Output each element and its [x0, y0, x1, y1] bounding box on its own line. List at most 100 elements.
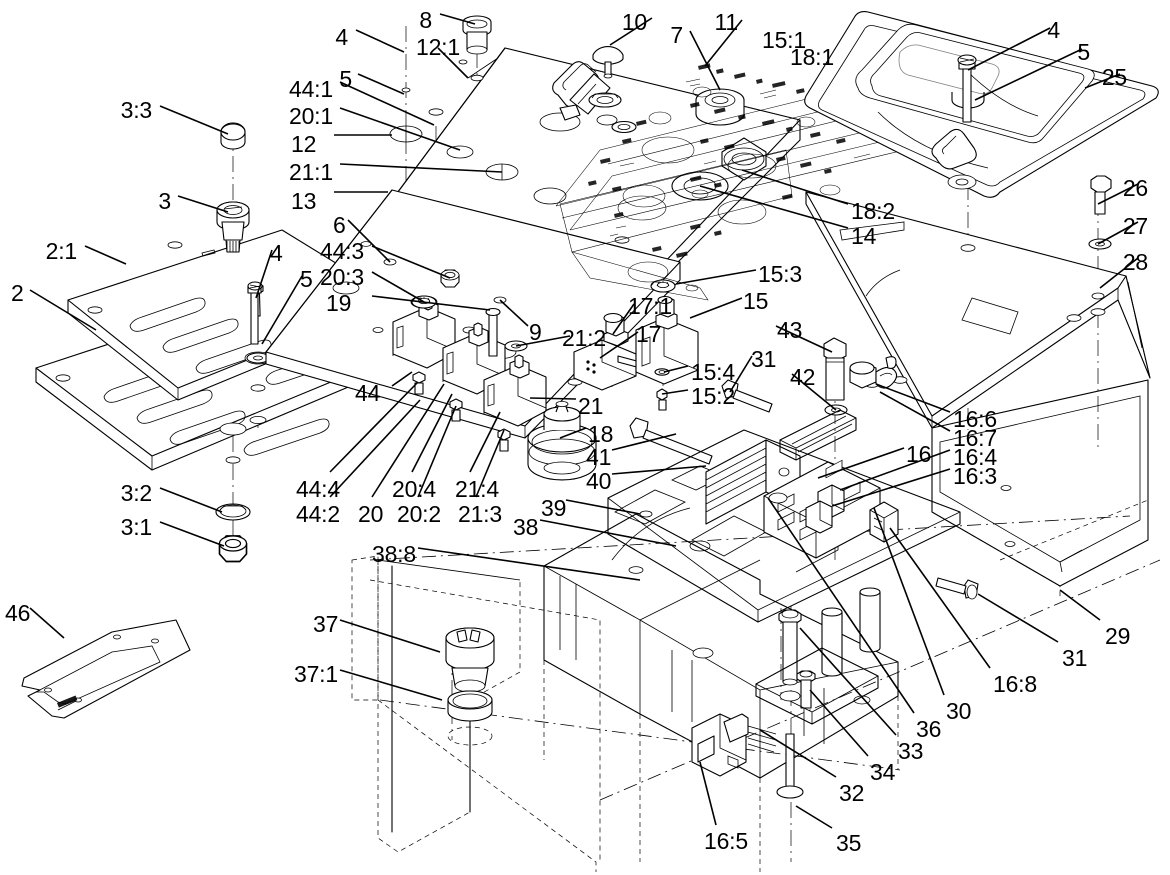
- leader-line: [159, 487, 223, 513]
- callout-10: 10: [621, 9, 647, 35]
- callout-32: 32: [839, 780, 865, 806]
- leader-line: [1059, 589, 1101, 621]
- callout-16-7: 16:7: [953, 425, 997, 451]
- callout-27: 27: [1122, 213, 1148, 239]
- nut-3-1: [218, 535, 248, 563]
- callout-28: 28: [1122, 249, 1148, 275]
- callout-19: 19: [326, 290, 352, 316]
- leader-line: [689, 30, 721, 91]
- callout-38-8: 38:8: [372, 541, 416, 567]
- nut-44-4: [412, 371, 426, 395]
- callout-3-2: 3:2: [120, 480, 153, 506]
- callout-25: 25: [1101, 64, 1127, 90]
- leader-line: [974, 48, 1083, 101]
- leader-line: [339, 107, 461, 151]
- callout-11: 11: [714, 9, 739, 35]
- leader-line: [831, 468, 951, 507]
- callout-31: 31: [751, 346, 777, 372]
- leader-line: [159, 521, 225, 547]
- leader-line: [339, 81, 435, 126]
- callout-20: 20: [358, 501, 384, 527]
- leader-line: [775, 325, 833, 353]
- callout-42: 42: [790, 364, 816, 390]
- nut-18-2: [721, 137, 767, 181]
- callout-21-1: 21:1: [289, 159, 333, 185]
- leader-line: [371, 271, 425, 303]
- leader-line: [791, 373, 837, 411]
- leader-line: [529, 397, 577, 400]
- callout-29: 29: [1105, 623, 1131, 649]
- cap-37: [445, 627, 495, 746]
- callout-12: 12: [291, 131, 317, 157]
- leader-lines: [29, 13, 1139, 829]
- callout-4: 4: [1047, 17, 1060, 43]
- leader-line: [475, 429, 505, 498]
- callout-44-1: 44:1: [289, 76, 333, 102]
- leader-line: [357, 73, 405, 95]
- grommet-8: [462, 15, 492, 55]
- callout-21-3: 21:3: [458, 501, 502, 527]
- callout-18-2: 18:2: [851, 198, 895, 224]
- leader-line: [599, 331, 639, 359]
- callout-41: 41: [586, 444, 612, 470]
- callout-15-4: 15:4: [691, 359, 735, 385]
- callout-46: 46: [5, 600, 31, 626]
- decal-control-panel: [555, 63, 931, 301]
- callout-4: 4: [270, 240, 283, 266]
- callout-20-2: 20:2: [397, 501, 441, 527]
- leader-line: [873, 507, 945, 696]
- leader-line: [609, 17, 653, 46]
- callout-5: 5: [1077, 39, 1090, 65]
- callout-17-1: 17:1: [628, 293, 672, 319]
- callout-15-3: 15:3: [758, 261, 802, 287]
- leader-line: [967, 27, 1051, 71]
- leader-line: [1097, 183, 1139, 205]
- callout-37-1: 37:1: [294, 661, 338, 687]
- post-34: [796, 670, 816, 709]
- knob-10: [592, 45, 624, 79]
- fastener-4-5-left: [246, 281, 270, 364]
- leader-line: [339, 619, 441, 653]
- connector-16-3: [805, 500, 833, 534]
- callout-17: 17: [636, 321, 662, 347]
- leader-line: [879, 391, 951, 432]
- leader-line: [699, 761, 717, 826]
- callout-18-1: 18:1: [790, 44, 834, 70]
- callout-21: 21: [578, 393, 604, 419]
- callout-16-4: 16:4: [953, 444, 997, 470]
- callout-43: 43: [777, 317, 803, 343]
- washer-18-1: [611, 120, 637, 134]
- console-cover-25: [804, 11, 1159, 198]
- callout-35: 35: [836, 830, 862, 856]
- leader-line: [437, 47, 469, 79]
- leader-line: [704, 19, 743, 67]
- callout-37: 37: [313, 611, 339, 637]
- callout-38: 38: [513, 514, 539, 540]
- leader-line: [347, 219, 391, 263]
- leader-line: [759, 729, 837, 778]
- leader-line: [977, 593, 1059, 643]
- callout-16-3: 16:3: [953, 463, 997, 489]
- bolt-31-b: [935, 577, 979, 600]
- callout-15-1: 15:1: [762, 27, 806, 53]
- callout-16-6: 16:6: [953, 406, 997, 432]
- leader-line: [1099, 257, 1139, 289]
- connector-16-8: [869, 501, 899, 543]
- leader-line: [809, 689, 869, 757]
- callout-3-1: 3:1: [120, 514, 153, 540]
- leader-line: [1097, 221, 1139, 245]
- leader-line: [261, 275, 303, 345]
- leader-line: [699, 185, 849, 229]
- nut-21-4: [497, 428, 511, 452]
- leader-line: [329, 381, 419, 473]
- leader-line: [839, 449, 951, 491]
- leader-line: [661, 389, 689, 395]
- leader-line: [255, 249, 273, 299]
- leader-line: [329, 399, 421, 498]
- callout-5: 5: [300, 266, 313, 292]
- nut-3-2: [215, 503, 251, 521]
- callout-30: 30: [946, 698, 972, 724]
- callout-21-4: 21:4: [455, 476, 499, 502]
